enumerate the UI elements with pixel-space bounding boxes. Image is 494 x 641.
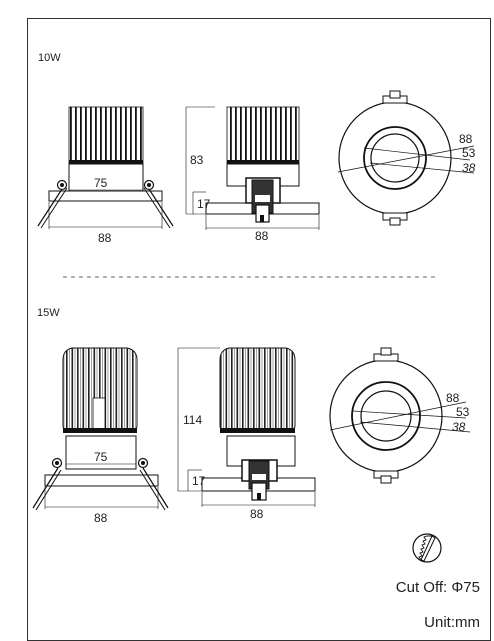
side-view-10w: 83 17 88 <box>185 106 320 243</box>
height-label-10w: 83 <box>190 153 204 167</box>
trim-height-label-15w: 17 <box>192 474 206 488</box>
height-label-15w: 114 <box>183 413 202 427</box>
top-dim-inner-15w: 38 <box>452 420 466 434</box>
overall-width-label-10w: 88 <box>98 231 112 245</box>
front-view-10w: 75 88 <box>37 106 174 245</box>
section-title-10w: 10W <box>38 52 61 64</box>
section-title-15w: 15W <box>37 307 60 319</box>
top-dim-outer-15w: 88 <box>446 391 460 405</box>
top-dim-mid-15w: 53 <box>456 405 470 419</box>
trim-height-label-10w: 17 <box>197 197 211 211</box>
top-view-10w: 88 53 38 <box>337 90 476 226</box>
saw-blade-icon <box>412 533 442 563</box>
overall-width-label-15w: 88 <box>94 511 108 525</box>
top-dim-outer-10w: 88 <box>459 132 473 146</box>
top-dim-mid-10w: 53 <box>462 146 476 160</box>
front-view-15w: 75 88 <box>32 347 169 525</box>
side-width-label-15w: 88 <box>250 507 264 521</box>
cutout-width-label-15w: 75 <box>94 450 108 464</box>
cutout-width-label-10w: 75 <box>94 176 108 190</box>
cut-off-label: Cut Off: Φ75 <box>395 579 480 596</box>
unit-label: Unit:mm <box>424 614 480 631</box>
side-view-15w: 114 17 88 <box>177 347 316 521</box>
top-dim-inner-10w: 38 <box>462 161 476 175</box>
top-view-15w: 88 53 38 <box>329 347 471 484</box>
side-width-label-10w: 88 <box>255 229 269 243</box>
